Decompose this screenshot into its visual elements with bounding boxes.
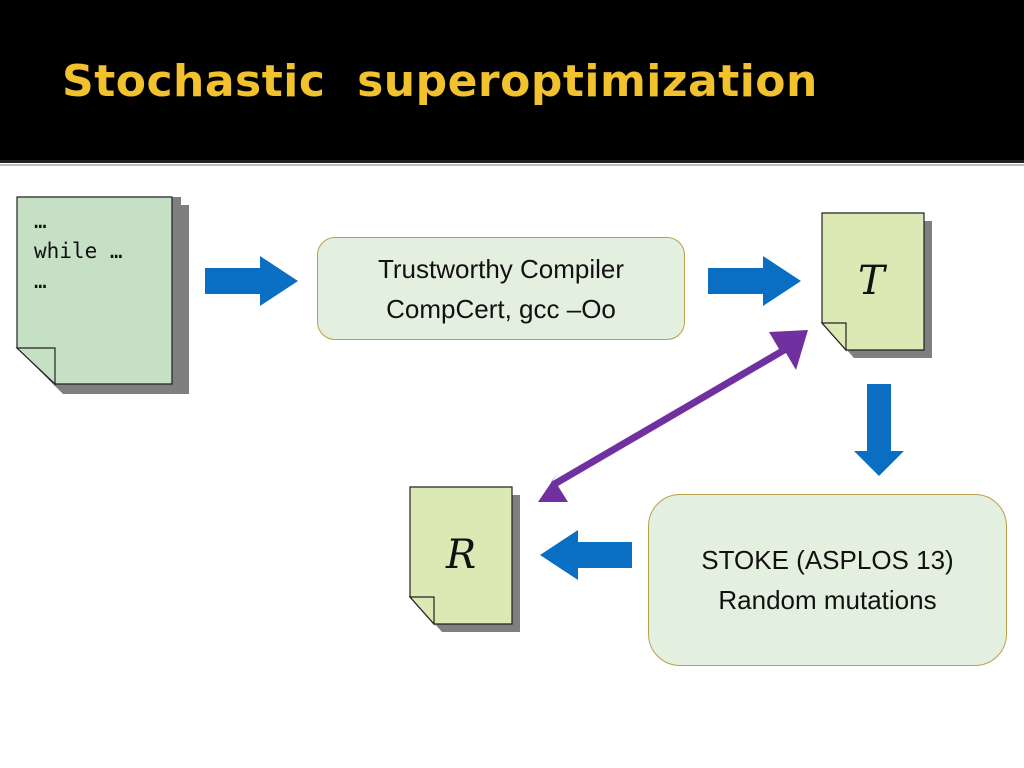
document-r-label: R [446,532,477,578]
source-code-text: … while … … [34,206,123,296]
source-code-line: … [34,269,47,293]
arrow-t-to-stoke [854,384,904,476]
title-divider [0,160,1024,163]
document-t-label: T [858,258,885,304]
source-document [15,196,189,394]
slide-title: Stochastic superoptimization [62,56,818,107]
source-code-line: … [34,209,47,233]
document-r [408,486,520,632]
compiler-box: Trustworthy Compiler CompCert, gcc –Oo [317,237,685,340]
arrow-compiler-to-t [708,256,801,306]
arrow-stoke-to-r [540,530,632,580]
compiler-box-line2: CompCert, gcc –Oo [386,293,616,324]
arrow-source-to-compiler [205,256,298,306]
stoke-box-line2: Random mutations [718,585,937,615]
source-code-line: while … [34,239,123,263]
title-bar [0,0,1024,160]
stoke-box-line1: STOKE (ASPLOS 13) [701,545,954,575]
title-divider-light [0,164,1024,166]
stoke-box: STOKE (ASPLOS 13) Random mutations [648,494,1007,666]
arrow-t-r-equivalence [538,330,808,502]
document-t [820,212,932,358]
compiler-box-line1: Trustworthy Compiler [377,253,625,284]
